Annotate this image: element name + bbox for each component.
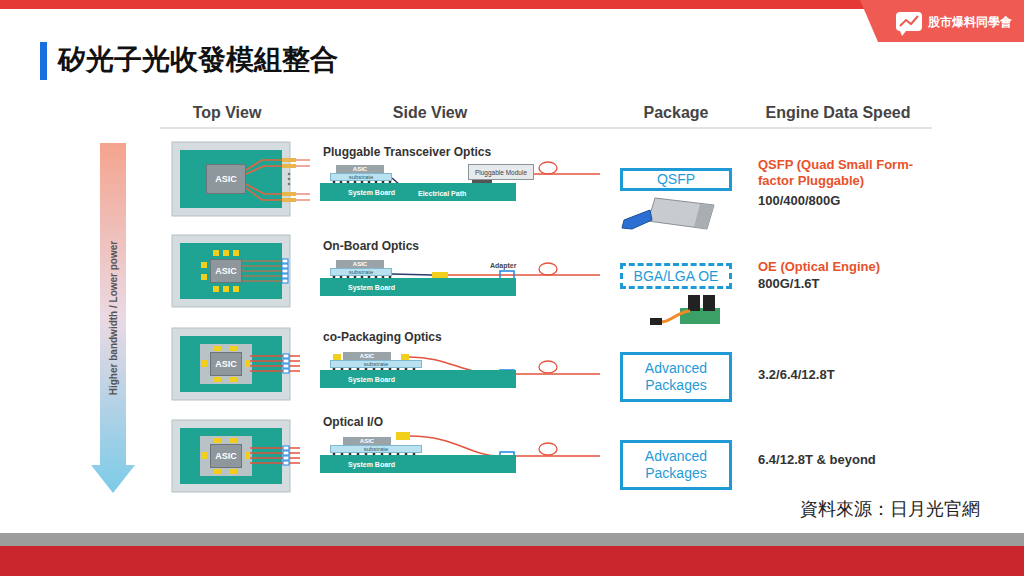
asic-chip: ASIC <box>210 259 242 283</box>
column-header: Package <box>616 104 736 122</box>
system-board: System Board <box>320 278 516 296</box>
node-text: System Board <box>348 461 395 468</box>
substrate-layer: substrate <box>330 360 422 368</box>
optical-engine-photo <box>650 295 720 325</box>
substrate-layer: substrate <box>330 445 422 453</box>
row-title: On-Board Optics <box>323 239 543 253</box>
row-title: co-Packaging Optics <box>323 330 543 344</box>
node-text: System Board <box>348 376 395 383</box>
qsfp-module-photo <box>622 198 714 229</box>
node-text: System Board <box>348 189 395 196</box>
data-speed: 3.2/6.4/12.8T <box>758 367 918 382</box>
column-header: Top View <box>177 104 277 122</box>
node-text: ASIC <box>215 451 237 461</box>
top-view-cpo <box>172 328 300 400</box>
node-text: ASIC <box>353 260 367 268</box>
page-title: 矽光子光收發模組整合 <box>58 40 338 80</box>
substrate-layer: substrate <box>330 173 392 181</box>
asic-die: ASIC <box>336 165 384 173</box>
node-text: ASIC <box>353 165 367 173</box>
substrate-layer: substrate <box>330 268 392 276</box>
node-text: System Board <box>348 284 395 291</box>
top-view-pluggable <box>172 142 310 216</box>
trend-arrow <box>91 143 135 493</box>
pluggable-module: Pluggable Module <box>468 164 534 180</box>
system-board: System Board <box>320 455 516 473</box>
engine-type: OE (Optical Engine) <box>758 259 928 275</box>
package-box: Advanced Packages <box>620 440 732 490</box>
asic-chip: ASIC <box>206 164 246 194</box>
node-text: substrate <box>349 269 374 275</box>
header-rule <box>160 127 932 129</box>
node-text: Advanced Packages <box>623 360 729 394</box>
node-text: QSFP <box>657 171 695 188</box>
title-bar <box>40 42 47 80</box>
bottom-grey-band <box>0 533 1024 546</box>
asic-die: ASIC <box>343 437 391 445</box>
engine-type: QSFP (Quad Small Form-factor Pluggable) <box>758 157 923 189</box>
asic-die: ASIC <box>343 352 391 360</box>
logo-text: 股市爆料同學會 <box>928 14 1020 31</box>
asic-chip: ASIC <box>210 352 242 376</box>
node-text: ASIC <box>215 359 237 369</box>
node-text: substrate <box>364 361 389 367</box>
node-text: ASIC <box>360 352 374 360</box>
source-note: 資料來源：日月光官網 <box>800 497 980 521</box>
node-text: Pluggable Module <box>475 169 527 176</box>
node-text: ASIC <box>215 174 237 184</box>
package-box: Advanced Packages <box>620 352 732 402</box>
logo-band <box>860 0 1024 42</box>
path-label: Electrical Path <box>418 190 488 197</box>
data-speed: 6.4/12.8T & beyond <box>758 452 928 467</box>
node-text: ASIC <box>215 266 237 276</box>
bottom-red-band <box>0 546 1024 576</box>
asic-die: ASIC <box>336 260 384 268</box>
node-text: Advanced Packages <box>623 448 729 482</box>
row-title: Optical I/O <box>323 415 543 429</box>
row-title: Pluggable Transceiver Optics <box>323 145 543 159</box>
top-view-onboard <box>172 235 290 307</box>
column-header: Engine Data Speed <box>748 104 928 122</box>
part-label: Adapter <box>490 262 530 269</box>
top-view-optical-io <box>172 420 300 492</box>
package-box: QSFP <box>620 168 732 191</box>
package-box-dashed: BGA/LGA OE <box>620 263 732 289</box>
asic-chip: ASIC <box>210 444 242 468</box>
logo-icon <box>896 12 922 36</box>
system-board: System Board <box>320 370 516 388</box>
data-speed: 100/400/800G <box>758 193 918 208</box>
node-text: substrate <box>349 174 374 180</box>
data-speed: 800G/1.6T <box>758 276 918 291</box>
node-text: ASIC <box>360 437 374 445</box>
node-text: BGA/LGA OE <box>634 268 719 284</box>
node-text: substrate <box>364 446 389 452</box>
arrow-label: Higher bandwidth / Lower power <box>107 158 121 478</box>
column-header: Side View <box>370 104 490 122</box>
